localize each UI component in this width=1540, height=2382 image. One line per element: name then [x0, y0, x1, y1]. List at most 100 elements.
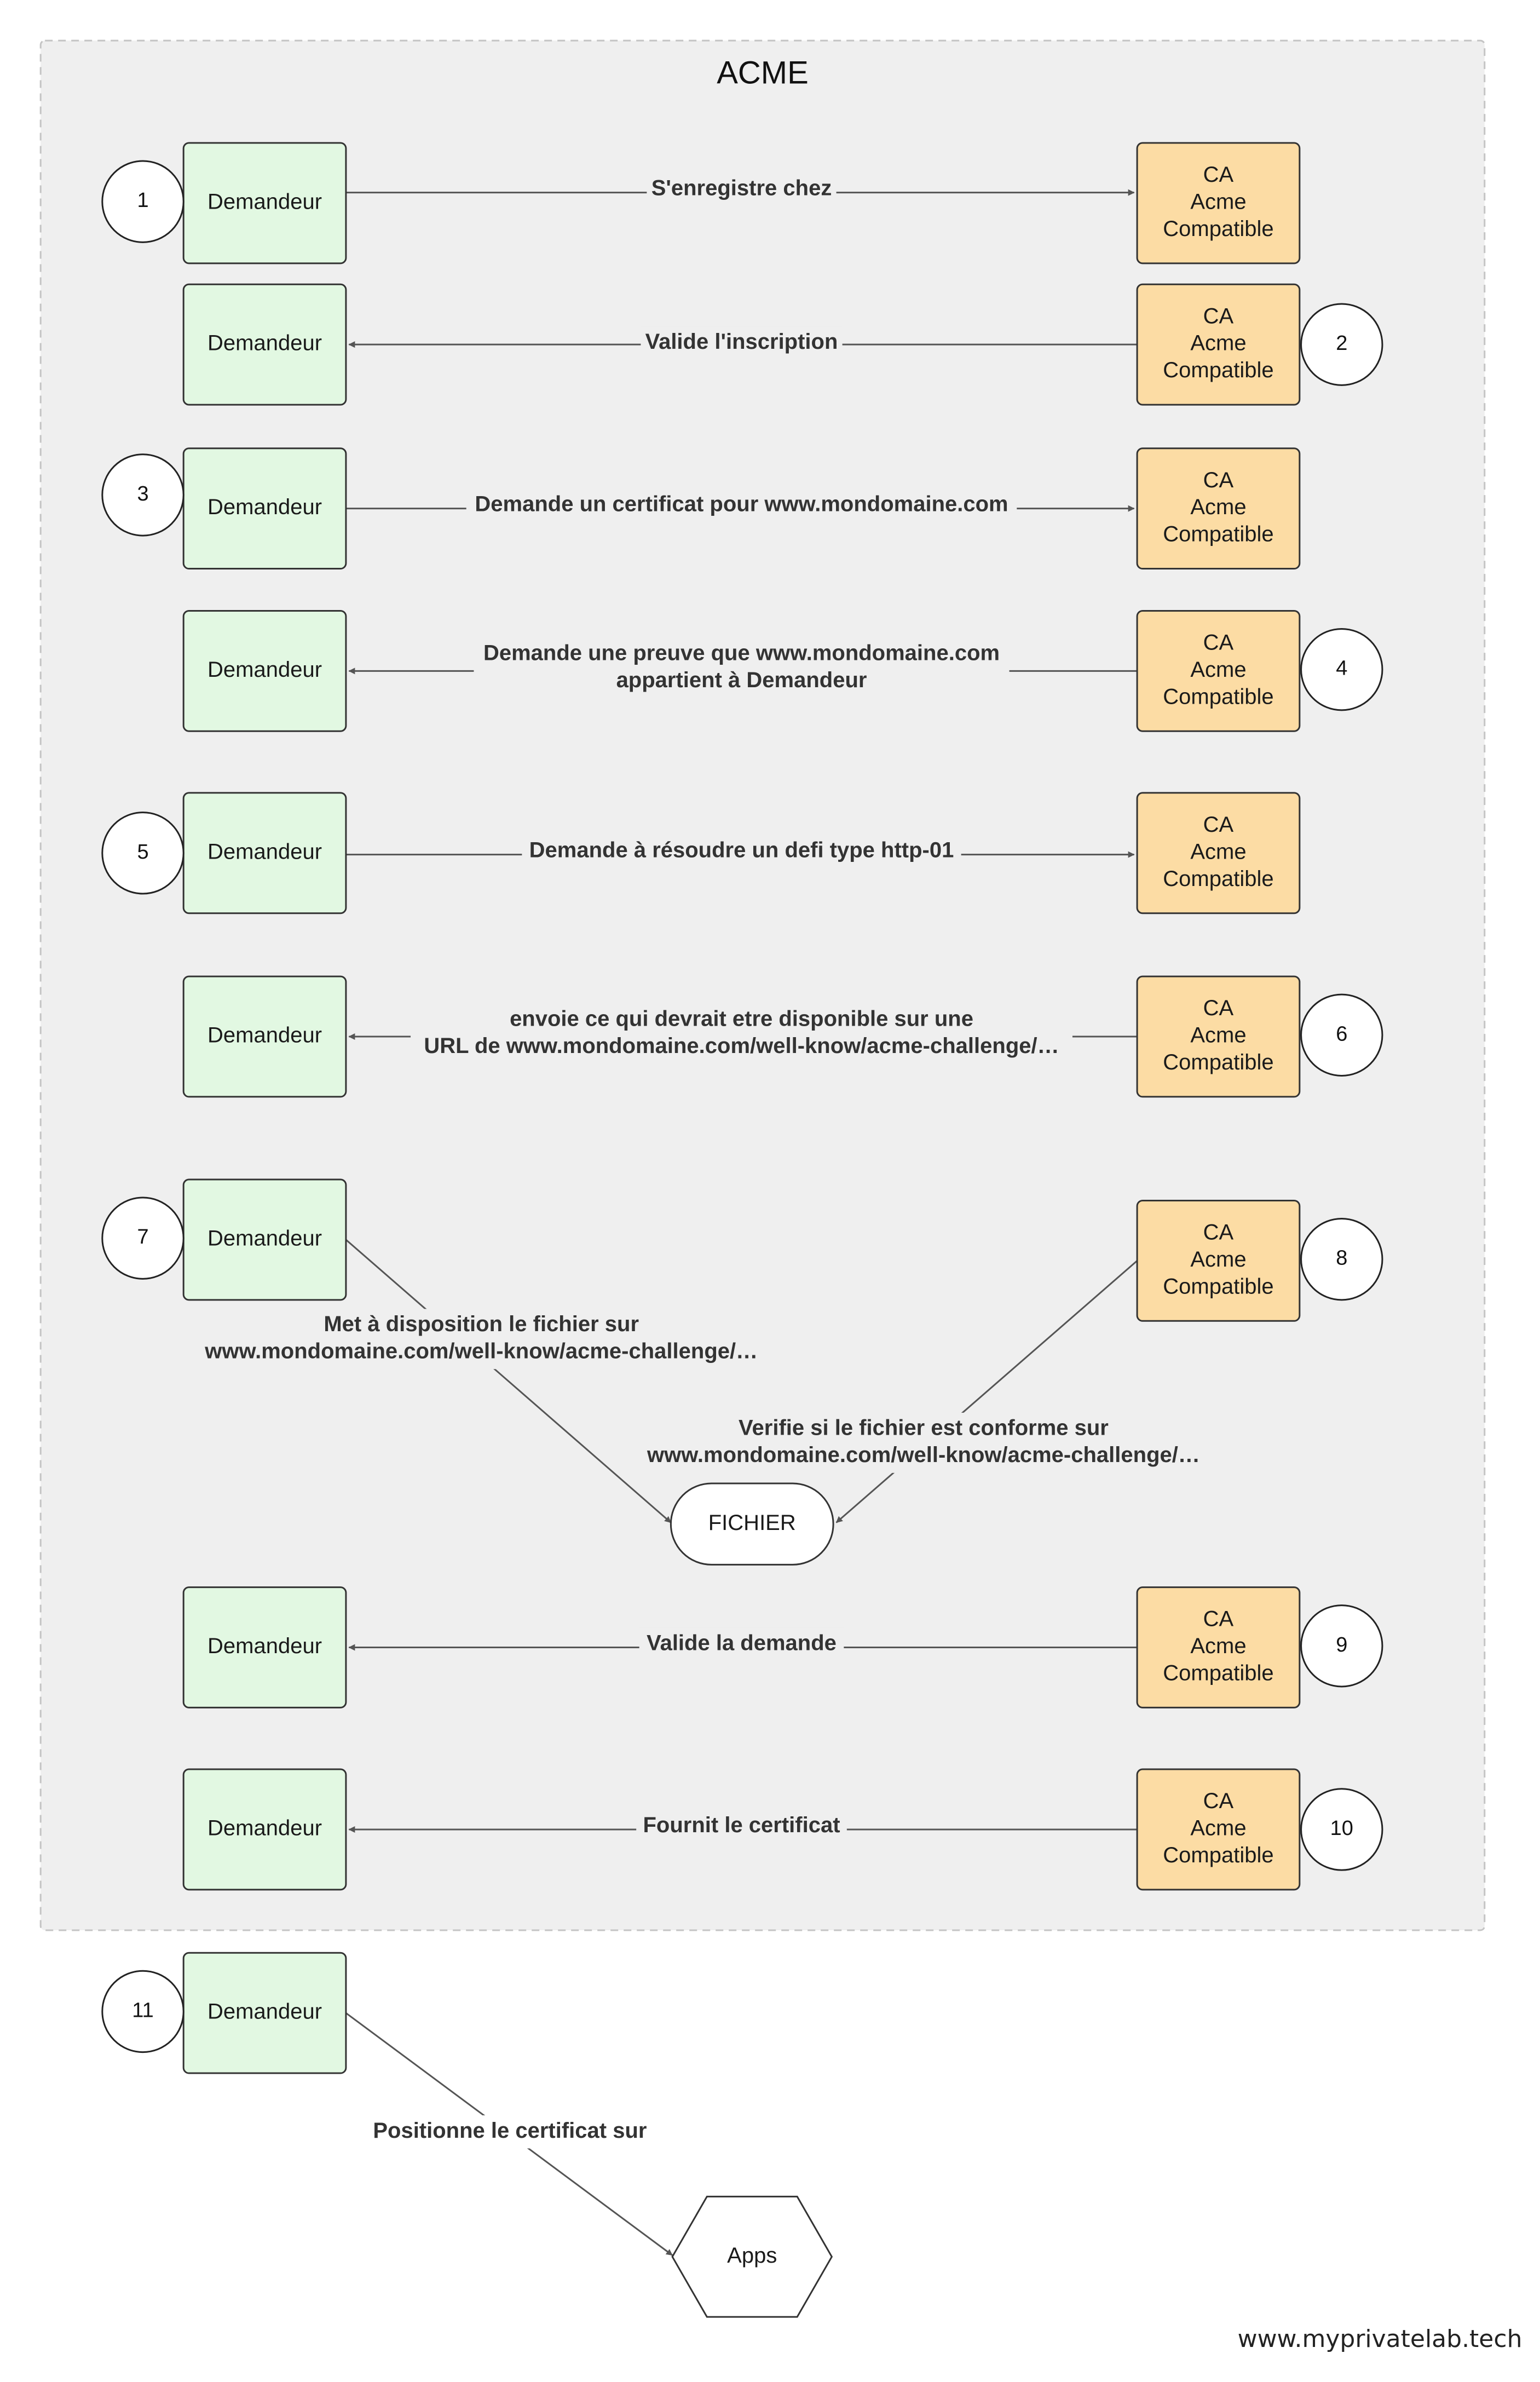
edge-label: Demande une preuve que www.mondomaine.co… — [483, 641, 1000, 665]
flow-arrow — [345, 1239, 672, 1523]
apps-hexagon — [671, 2195, 833, 2318]
step-circle — [1300, 1217, 1383, 1301]
requester-label: Demandeur — [207, 1816, 322, 1840]
step-circle — [101, 1196, 184, 1280]
edge-label: Valide la demande — [647, 1631, 837, 1655]
step-circle — [1300, 628, 1383, 711]
requester-node: Demandeur — [182, 1952, 347, 2074]
requester-box — [182, 1586, 347, 1708]
edge-label: S'enregistre chez — [651, 176, 832, 200]
step-circle — [101, 1970, 184, 2053]
ca-box — [1136, 447, 1301, 570]
ca-label: Acme — [1190, 1023, 1246, 1048]
step-number: 6 — [1336, 1022, 1347, 1045]
requester-label: Demandeur — [207, 1634, 322, 1658]
ca-box — [1136, 142, 1301, 264]
requester-label: Demandeur — [207, 331, 322, 355]
ca-label: Compatible — [1163, 1050, 1273, 1074]
step-number-badge: 7 — [101, 1196, 184, 1280]
edge-label: Met à disposition le fichier sur — [324, 1312, 639, 1336]
file-node: FICHIER — [670, 1482, 834, 1566]
ca-label: Compatible — [1163, 217, 1273, 241]
apps-label: Apps — [727, 2243, 777, 2268]
edge-label: envoie ce qui devrait etre disponible su… — [510, 1006, 973, 1031]
edge-label: www.mondomaine.com/well-know/acme-challe… — [204, 1339, 758, 1363]
requester-node: Demandeur — [182, 142, 347, 264]
group-title: ACME — [717, 55, 809, 91]
step-number: 9 — [1336, 1633, 1347, 1656]
ca-label: Acme — [1190, 1816, 1246, 1840]
step-circle — [1300, 993, 1383, 1077]
ca-label: Acme — [1190, 839, 1246, 864]
edge-label-background — [474, 637, 1010, 698]
edge-label-background — [522, 835, 961, 868]
requester-box — [182, 609, 347, 732]
requester-label: Demandeur — [207, 658, 322, 682]
step-number: 10 — [1330, 1817, 1353, 1840]
ca-box — [1136, 1768, 1301, 1891]
ca-label: Acme — [1190, 189, 1246, 214]
ca-label: Compatible — [1163, 1843, 1273, 1867]
ca-label: CA — [1203, 304, 1234, 328]
requester-node: Demandeur — [182, 609, 347, 732]
edge-label: Demande à résoudre un defi type http-01 — [529, 838, 954, 862]
requester-node: Demandeur — [182, 1586, 347, 1708]
apps-node: Apps — [671, 2195, 833, 2318]
edge-label: Demande un certificat pour www.mondomain… — [475, 492, 1008, 516]
step-circle — [1300, 1788, 1383, 1871]
ca-box — [1136, 283, 1301, 406]
ca-label: Compatible — [1163, 684, 1273, 709]
ca-box — [1136, 792, 1301, 914]
step-number-badge: 6 — [1300, 993, 1383, 1077]
edge-label: Fournit le certificat — [643, 1813, 840, 1837]
step-circle — [101, 812, 184, 895]
ca-label: CA — [1203, 813, 1234, 837]
step-number: 3 — [137, 482, 148, 505]
edge-label-background — [641, 326, 843, 360]
edge-label: www.mondomaine.com/well-know/acme-challe… — [647, 1443, 1200, 1467]
requester-label: Demandeur — [207, 1023, 322, 1048]
requester-node: Demandeur — [182, 975, 347, 1098]
ca-label: Compatible — [1163, 867, 1273, 891]
ca-label: Acme — [1190, 495, 1246, 519]
requester-node: Demandeur — [182, 1768, 347, 1891]
ca-label: CA — [1203, 1789, 1234, 1813]
step-number-badge: 4 — [1300, 628, 1383, 711]
requester-node: Demandeur — [182, 447, 347, 570]
edge-label-background — [639, 1627, 844, 1661]
step-number: 1 — [137, 189, 148, 212]
file-shape — [670, 1482, 834, 1566]
ca-label: CA — [1203, 468, 1234, 492]
requester-node: Demandeur — [182, 1178, 347, 1301]
ca-label: Compatible — [1163, 358, 1273, 382]
step-number: 7 — [137, 1225, 148, 1248]
edge-label: Positionne le certificat sur — [373, 2119, 647, 2143]
edge-label-background — [188, 1309, 775, 1370]
ca-label: Compatible — [1163, 1661, 1273, 1685]
requester-node: Demandeur — [182, 283, 347, 406]
step-number-badge: 5 — [101, 812, 184, 895]
step-circle — [101, 453, 184, 537]
step-number-badge: 9 — [1300, 1604, 1383, 1688]
requester-label: Demandeur — [207, 1227, 322, 1251]
edge-label: URL de www.mondomaine.com/well-know/acme… — [424, 1034, 1059, 1058]
step-number: 5 — [137, 841, 148, 864]
step-number: 2 — [1336, 332, 1347, 355]
edge-label: Valide l'inscription — [645, 330, 838, 354]
requester-box — [182, 1768, 347, 1891]
requester-label: Demandeur — [207, 189, 322, 214]
step-number-badge: 8 — [1300, 1217, 1383, 1301]
edge-label-background — [647, 172, 837, 206]
edge-label-background — [466, 488, 1017, 522]
requester-label: Demandeur — [207, 839, 322, 864]
requester-node: Demandeur — [182, 792, 347, 914]
edge-label-background — [411, 1003, 1072, 1064]
edge-label: appartient à Demandeur — [616, 668, 867, 692]
